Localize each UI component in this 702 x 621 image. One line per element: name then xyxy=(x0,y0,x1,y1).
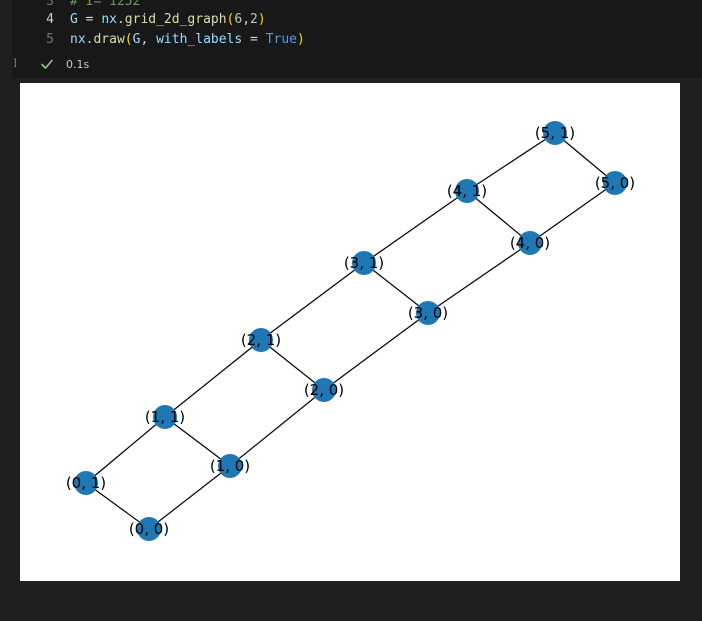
graph-node xyxy=(153,405,177,429)
code-text: nx.draw(G, with_labels = True) xyxy=(70,30,305,50)
code-line[interactable]: 3 # I= 1252 xyxy=(12,0,702,12)
node-label: (0, 0) xyxy=(129,520,169,538)
code-token: 2 xyxy=(250,12,258,27)
graph-node xyxy=(249,328,273,352)
graph-node xyxy=(603,171,627,195)
graph-node xyxy=(218,454,242,478)
code-token: G xyxy=(132,32,141,47)
graph-edge xyxy=(229,389,325,467)
execution-time: 0.1s xyxy=(66,57,90,71)
graph-edge xyxy=(148,465,231,530)
code-token: . xyxy=(116,12,125,27)
graph-edge xyxy=(164,339,262,418)
code-token: ( xyxy=(226,12,235,27)
node-label: (4, 1) xyxy=(447,182,487,200)
cell-bracket: ] xyxy=(12,58,19,69)
node-label: (2, 1) xyxy=(241,331,281,349)
node-label: (3, 1) xyxy=(344,254,384,272)
code-text: # I= 1252 xyxy=(70,0,140,12)
line-number: 3 xyxy=(46,0,54,9)
code-token: grid_2d_graph xyxy=(124,12,227,27)
node-label: (5, 0) xyxy=(595,174,635,192)
graph-edge xyxy=(85,416,166,484)
node-label: (1, 0) xyxy=(210,457,250,475)
graph-edge xyxy=(466,190,531,244)
code-token: nx xyxy=(101,12,117,27)
graph-node xyxy=(543,121,567,145)
code-token: , xyxy=(140,32,157,47)
node-label: (3, 0) xyxy=(408,304,448,322)
graph-node xyxy=(518,231,542,255)
node-label: (2, 0) xyxy=(304,381,344,399)
node-label: (1, 1) xyxy=(145,408,185,426)
graph-edge xyxy=(529,182,616,244)
graph-edge xyxy=(323,312,429,391)
graph-edges xyxy=(85,132,616,530)
code-token: , xyxy=(242,12,251,27)
line-number: 5 xyxy=(46,32,54,47)
graph-edge xyxy=(427,242,531,314)
check-icon xyxy=(41,59,53,69)
code-text: G = nx.grid_2d_graph(6,2) xyxy=(70,10,266,30)
code-line[interactable]: 4 G = nx.grid_2d_graph(6,2) xyxy=(12,10,702,30)
code-token: . xyxy=(85,32,94,47)
graph-edge xyxy=(466,132,556,192)
graph-node xyxy=(74,471,98,495)
code-line[interactable]: 5 nx.draw(G, with_labels = True) xyxy=(12,30,702,50)
node-label: (0, 1) xyxy=(66,474,106,492)
graph-edge xyxy=(164,416,231,467)
cell-status: 0.1s xyxy=(40,55,89,73)
graph-edge xyxy=(260,262,365,341)
code-token: # I= 1252 xyxy=(70,0,141,9)
code-token: ( xyxy=(124,32,133,47)
graph-node xyxy=(137,517,161,541)
graph-labels: (0, 0) (0, 1) (1, 0) (1, 1) (2, 0) (2, 1) (3, … xyxy=(66,124,635,538)
code-token: nx xyxy=(70,32,86,47)
graph-node xyxy=(416,301,440,325)
graph-edge xyxy=(554,132,616,184)
code-token: = xyxy=(77,12,102,27)
graph-node xyxy=(455,179,479,203)
code-token: with_labels xyxy=(156,32,243,47)
graph-node xyxy=(352,251,376,275)
code-token: G xyxy=(70,12,78,27)
graph-node xyxy=(312,378,336,402)
graph-edge xyxy=(363,262,429,314)
code-token: True xyxy=(265,32,297,47)
code-token: = xyxy=(242,32,266,47)
line-number: 4 xyxy=(46,12,54,27)
code-token: ) xyxy=(257,12,266,27)
graph-edge xyxy=(85,482,150,530)
code-token: draw xyxy=(93,32,125,47)
code-token: 6 xyxy=(234,12,243,27)
node-label: (5, 1) xyxy=(535,124,575,142)
graph-plot: (0, 0) (0, 1) (1, 0) (1, 1) (2, 0) (2, 1) (3, … xyxy=(66,121,635,541)
code-token: ) xyxy=(297,32,305,47)
graph-edge xyxy=(260,339,325,391)
node-label: (4, 0) xyxy=(510,234,550,252)
graph-nodes xyxy=(74,121,627,541)
cell-output: (0, 0) (0, 1) (1, 0) (1, 1) (2, 0) (2, 1) (3, … xyxy=(20,83,680,581)
graph-edge xyxy=(363,190,468,264)
